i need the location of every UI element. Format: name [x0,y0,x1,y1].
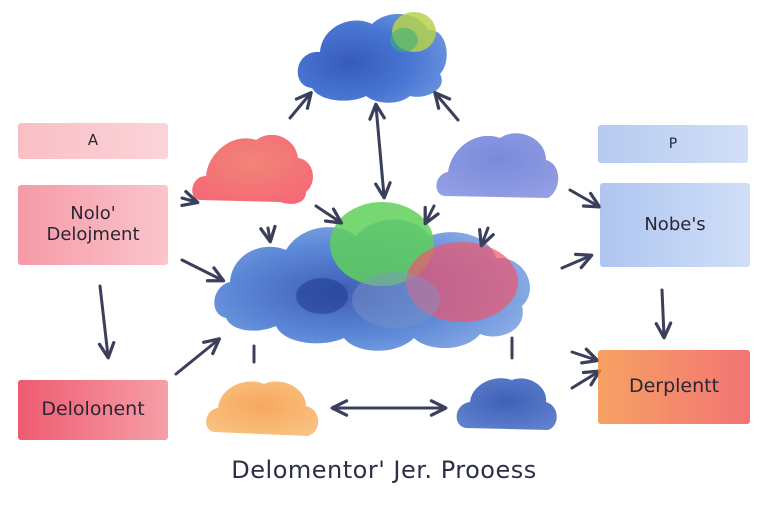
arrow-icon [259,224,277,244]
box-deployment-left: Delolonent [18,380,168,440]
box-deployment-right: Derplentt [598,350,750,424]
box-deployment-left-label: Delolonent [41,398,145,421]
box-node-deployment-line2: Delojment [46,224,140,245]
cloud-icon [297,12,447,103]
arrow-icon [478,226,495,248]
arrow-icon [97,284,116,360]
box-node-deployment: Nolo' Delojment [18,185,168,265]
arrow-icon [314,204,344,225]
cloud-icon [192,134,313,204]
arrow-icon [288,90,313,120]
box-a: A [18,123,168,159]
arrow-icon [174,337,222,376]
cloud-icon [436,133,559,198]
box-b-label: P [668,135,678,152]
diagram-caption: Delomentor' Jer. Prooess [231,456,537,484]
arrow-icon [568,188,602,209]
cloud-icon [206,381,319,436]
arrow-icon [654,288,673,340]
arrow-icon [368,102,392,200]
arrow-icon [423,204,440,226]
cloud-icon [456,378,557,430]
box-nodes: Nobe's [600,183,750,267]
cloud-icon [214,202,530,351]
box-deployment-right-label: Derplentt [628,375,720,398]
box-b: P [598,125,748,163]
arrow-icon [180,258,226,283]
arrow-icon [570,369,602,390]
box-a-label: A [87,131,99,150]
arrow-icon [180,189,200,208]
arrow-icon [570,347,600,365]
arrow-icon [433,91,460,122]
arrow-icon [560,252,594,270]
box-node-deployment-line1: Nolo' [70,203,116,225]
box-nodes-label: Nobe's [644,213,706,235]
